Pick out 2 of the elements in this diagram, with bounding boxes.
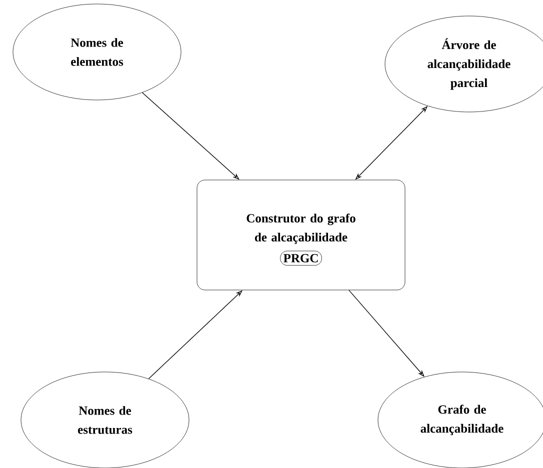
label-box: PRGC: [280, 250, 322, 266]
ellipse-node: Nomes de elementos: [12, 4, 182, 100]
